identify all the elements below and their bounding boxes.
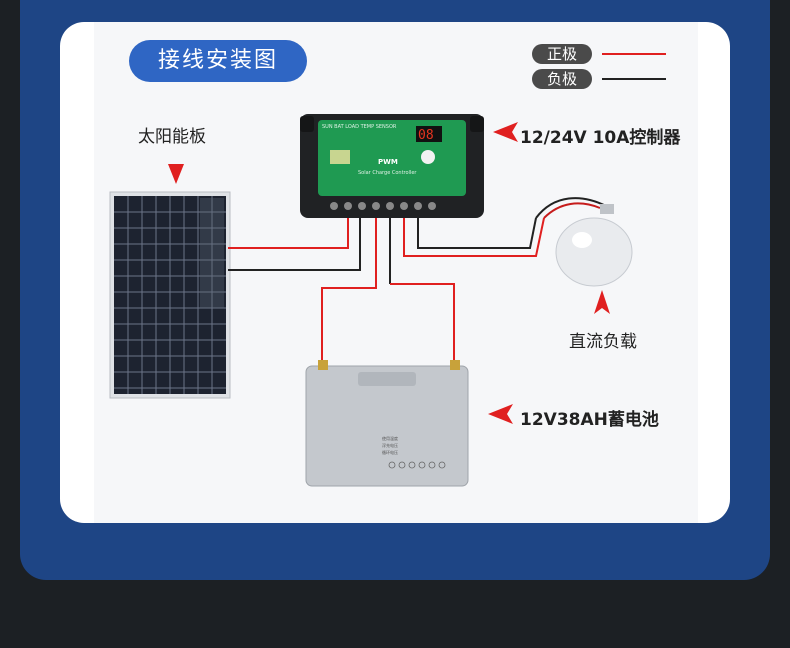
solar-panel-label: 太阳能板 [138,127,206,147]
battery-arrow-icon [488,404,513,424]
legend-positive-label: 正极 [532,44,592,64]
diagram-card: 接线安装图 正极 负极 太阳能板 12/24V 10A控制器 直流负载 12V3… [60,22,730,523]
load-negative-wire [417,212,537,249]
battery-label: 12V38AH蓄电池 [520,410,659,430]
battery-spec-2: 浮充电压 [382,442,398,448]
wiring-diagram: 08 SUN BAT LOAD TEMP SENSOR PWM Solar Ch… [109,114,633,487]
solar-positive-wire [228,212,349,249]
legend-positive-line [602,53,666,55]
controller-display: 08 [418,128,434,143]
load-bulb [535,197,633,287]
battery-negative-wire-b [390,283,455,360]
controller-label: 12/24V 10A控制器 [520,128,681,148]
legend-negative-label: 负极 [532,69,592,89]
load-arrow-icon [594,290,610,314]
controller-brand: PWM [378,158,398,166]
diagram-title: 接线安装图 [129,40,307,82]
load-positive-wire [403,212,545,257]
solar-panel [109,191,231,399]
battery-positive-wire [321,212,377,360]
controller-arrow-icon [493,122,518,142]
controller-header: SUN BAT LOAD TEMP SENSOR [322,124,397,130]
battery-spec-1: 使用温度 [382,435,398,441]
legend-negative-line [602,78,666,80]
battery-spec-3: 循环电压 [382,449,398,455]
load-label: 直流负载 [569,332,637,352]
controller-subtitle: Solar Charge Controller [358,170,417,176]
controller-button-icon [421,150,435,164]
charge-controller: 08 SUN BAT LOAD TEMP SENSOR PWM Solar Ch… [300,114,484,218]
battery: 使用温度 浮充电压 循环电压 [305,360,469,487]
solar-negative-wire [228,212,361,271]
solar-panel-arrow-icon [168,164,184,184]
